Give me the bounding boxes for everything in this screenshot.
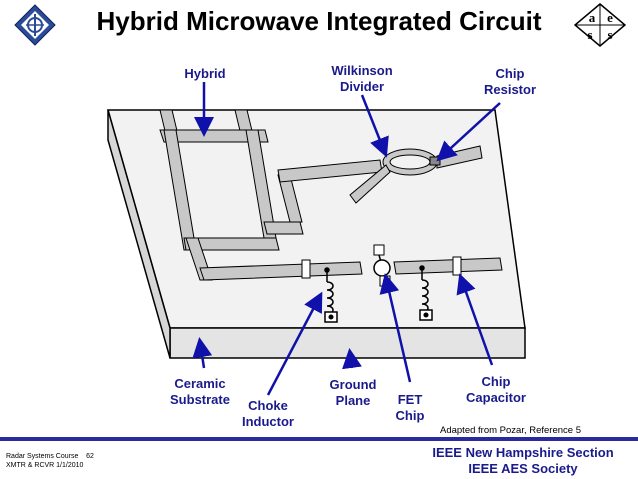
label-ceramic-line1: Ceramic xyxy=(174,376,226,391)
choke-inductor-right xyxy=(419,265,433,321)
footer-course-line: Radar Systems Course 62 xyxy=(6,452,94,461)
label-ground-line2: Plane xyxy=(335,393,371,408)
arrow-fet-chip xyxy=(379,273,412,383)
footer-course-info: Radar Systems Course 62 XMTR & RCVR 1/1/… xyxy=(6,452,94,470)
aes-letter-s2: s xyxy=(607,27,612,42)
label-chip-resistor-line1: Chip xyxy=(495,66,525,81)
label-wilkinson-line1: Wilkinson xyxy=(331,63,393,78)
footer-divider xyxy=(0,437,638,441)
label-wilkinson-line2: Divider xyxy=(339,79,385,94)
hybrid-coupler xyxy=(159,109,280,281)
footer-page-number: 62 xyxy=(86,453,94,460)
chip-resistor-body xyxy=(429,156,441,166)
label-choke-inductor: Choke Inductor xyxy=(238,398,298,430)
label-ground-plane: Ground Plane xyxy=(324,377,382,409)
substrate-front xyxy=(169,327,526,359)
label-chip-capacitor: Chip Capacitor xyxy=(460,374,532,406)
label-choke-line2: Inductor xyxy=(242,414,294,429)
label-capacitor-line2: Capacitor xyxy=(466,390,526,405)
substrate-side xyxy=(107,109,171,359)
arrow-ceramic-substrate xyxy=(192,337,213,369)
label-ground-line1: Ground xyxy=(329,377,377,392)
choke-inductor-left xyxy=(324,267,338,323)
label-chip-resistor: Chip Resistor xyxy=(480,66,540,98)
label-ceramic-substrate: Ceramic Substrate xyxy=(168,376,232,408)
label-wilkinson-divider: Wilkinson Divider xyxy=(326,63,398,95)
label-fet-line2: Chip xyxy=(395,408,425,423)
arrow-wilkinson xyxy=(360,94,389,158)
footer-subtitle: XMTR & RCVR 1/1/2010 xyxy=(6,462,84,469)
label-chip-resistor-line2: Resistor xyxy=(483,82,537,97)
wilkinson-divider xyxy=(349,145,483,204)
aes-letter-a: a xyxy=(589,10,596,25)
arrow-chip-capacitor xyxy=(456,273,494,366)
page-title: Hybrid Microwave Integrated Circuit xyxy=(96,6,542,36)
label-hybrid-text: Hybrid xyxy=(184,66,226,81)
ieee-logo-icon xyxy=(14,4,56,46)
footer-org-line2: IEEE AES Society xyxy=(468,461,578,476)
footer-course: Radar Systems Course xyxy=(6,453,79,460)
transmission-line-upper xyxy=(263,159,383,235)
label-ceramic-line2: Substrate xyxy=(170,392,230,407)
aes-logo-icon: a e s s xyxy=(574,3,626,47)
aes-letter-s1: s xyxy=(587,27,592,42)
arrow-chip-resistor xyxy=(436,102,501,162)
arrow-choke-inductor xyxy=(266,291,323,396)
aes-logo: a e s s xyxy=(574,3,626,47)
aes-letter-e: e xyxy=(607,10,613,25)
label-capacitor-line1: Chip xyxy=(481,374,511,389)
footer-org-line1: IEEE New Hampshire Section xyxy=(432,445,614,460)
label-fet-chip: FET Chip xyxy=(392,392,428,424)
label-choke-line1: Choke xyxy=(248,398,288,413)
arrow-ground-plane xyxy=(342,348,362,370)
ieee-logo xyxy=(14,4,56,46)
footer-organization: IEEE New Hampshire Section IEEE AES Soci… xyxy=(410,445,636,477)
label-fet-line1: FET xyxy=(397,392,423,407)
label-hybrid: Hybrid xyxy=(180,66,230,82)
figure-credit: Adapted from Pozar, Reference 5 xyxy=(440,425,581,436)
